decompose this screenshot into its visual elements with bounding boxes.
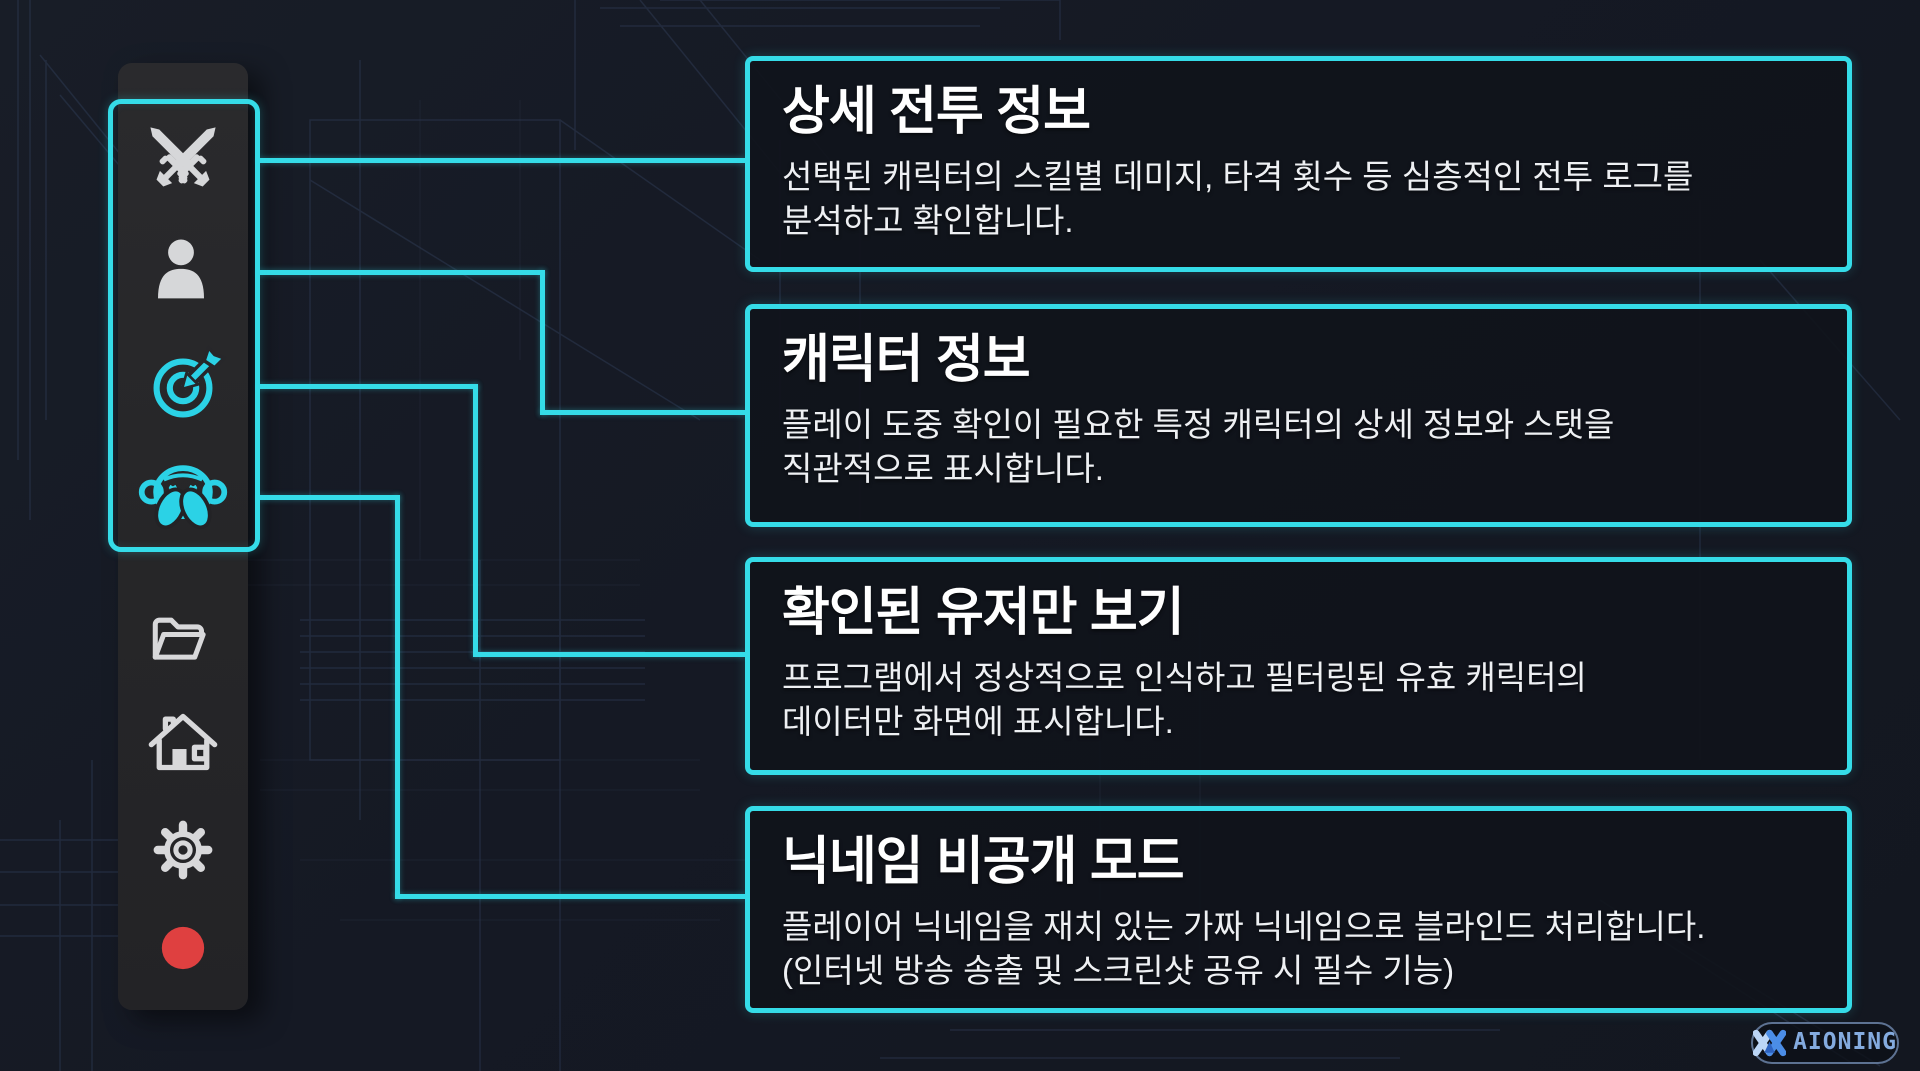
panel-title: 상세 전투 정보: [782, 83, 1091, 141]
sidebar-button-record[interactable]: [160, 925, 206, 971]
feature-panel-verified-filter: 확인된 유저만 보기 프로그램에서 정상적으로 인식하고 필터링된 유효 캐릭터…: [745, 557, 1852, 775]
connector-character-info: [540, 270, 545, 415]
panel-body: 플레이어 닉네임을 재치 있는 가짜 닉네임으로 블라인드 처리합니다. (인터…: [782, 908, 1706, 989]
open-folder-icon: [152, 617, 206, 660]
connector-combat-log: [258, 158, 745, 163]
feature-panel-character-info: 캐릭터 정보 플레이 도중 확인이 필요한 특정 캐릭터의 상세 정보와 스탯을…: [745, 304, 1852, 527]
panel-body: 선택된 캐릭터의 스킬별 데미지, 타격 횟수 등 심층적인 전투 로그를 분석…: [782, 158, 1694, 239]
gear-icon: [153, 820, 213, 880]
user-icon: [158, 239, 204, 299]
sidebar-button-home[interactable]: [139, 698, 227, 786]
panel-body: 프로그램에서 정상적으로 인식하고 필터링된 유효 캐릭터의 데이터만 화면에 …: [782, 659, 1587, 740]
connector-nickname-blind: [395, 894, 745, 899]
home-icon: [148, 713, 218, 771]
panel-body: 플레이 도중 확인이 필요한 특정 캐릭터의 상세 정보와 스탯을 직관적으로 …: [782, 406, 1615, 487]
connector-nickname-blind: [258, 495, 400, 500]
sidebar-button-character-info[interactable]: [135, 222, 227, 314]
panel-title: 닉네임 비공개 모드: [782, 833, 1185, 891]
see-no-evil-monkey-icon: [138, 465, 228, 530]
connector-character-info: [540, 410, 745, 415]
sidebar-button-verified-filter[interactable]: [139, 344, 227, 432]
sidebar-button-settings[interactable]: [141, 808, 225, 892]
aioning-monogram-icon: [1753, 1029, 1787, 1057]
connector-character-info: [258, 270, 545, 275]
connector-verified-filter: [473, 652, 745, 657]
sidebar-button-open-folder[interactable]: [141, 595, 225, 679]
brand-logo-text: AIONING: [1793, 1028, 1897, 1055]
crossed-swords-icon: [150, 127, 216, 187]
connector-verified-filter: [473, 384, 478, 657]
feature-panel-nickname-blind: 닉네임 비공개 모드 플레이어 닉네임을 재치 있는 가짜 닉네임으로 블라인드…: [745, 806, 1852, 1013]
brand-logo: AIONING: [1751, 1022, 1899, 1064]
panel-title: 캐릭터 정보: [782, 331, 1031, 389]
connector-nickname-blind: [395, 495, 400, 899]
target-dart-icon: [153, 345, 227, 418]
connector-verified-filter: [258, 384, 478, 389]
feature-panel-combat-log: 상세 전투 정보 선택된 캐릭터의 스킬별 데미지, 타격 횟수 등 심층적인 …: [745, 56, 1852, 272]
feature-icon-group-frame: [108, 99, 260, 552]
sidebar-button-combat-log[interactable]: [135, 112, 231, 208]
sidebar-button-nickname-blind[interactable]: [135, 446, 231, 542]
record-dot-icon: [161, 926, 205, 970]
panel-title: 확인된 유저만 보기: [782, 584, 1185, 642]
sidebar: [118, 63, 248, 1010]
